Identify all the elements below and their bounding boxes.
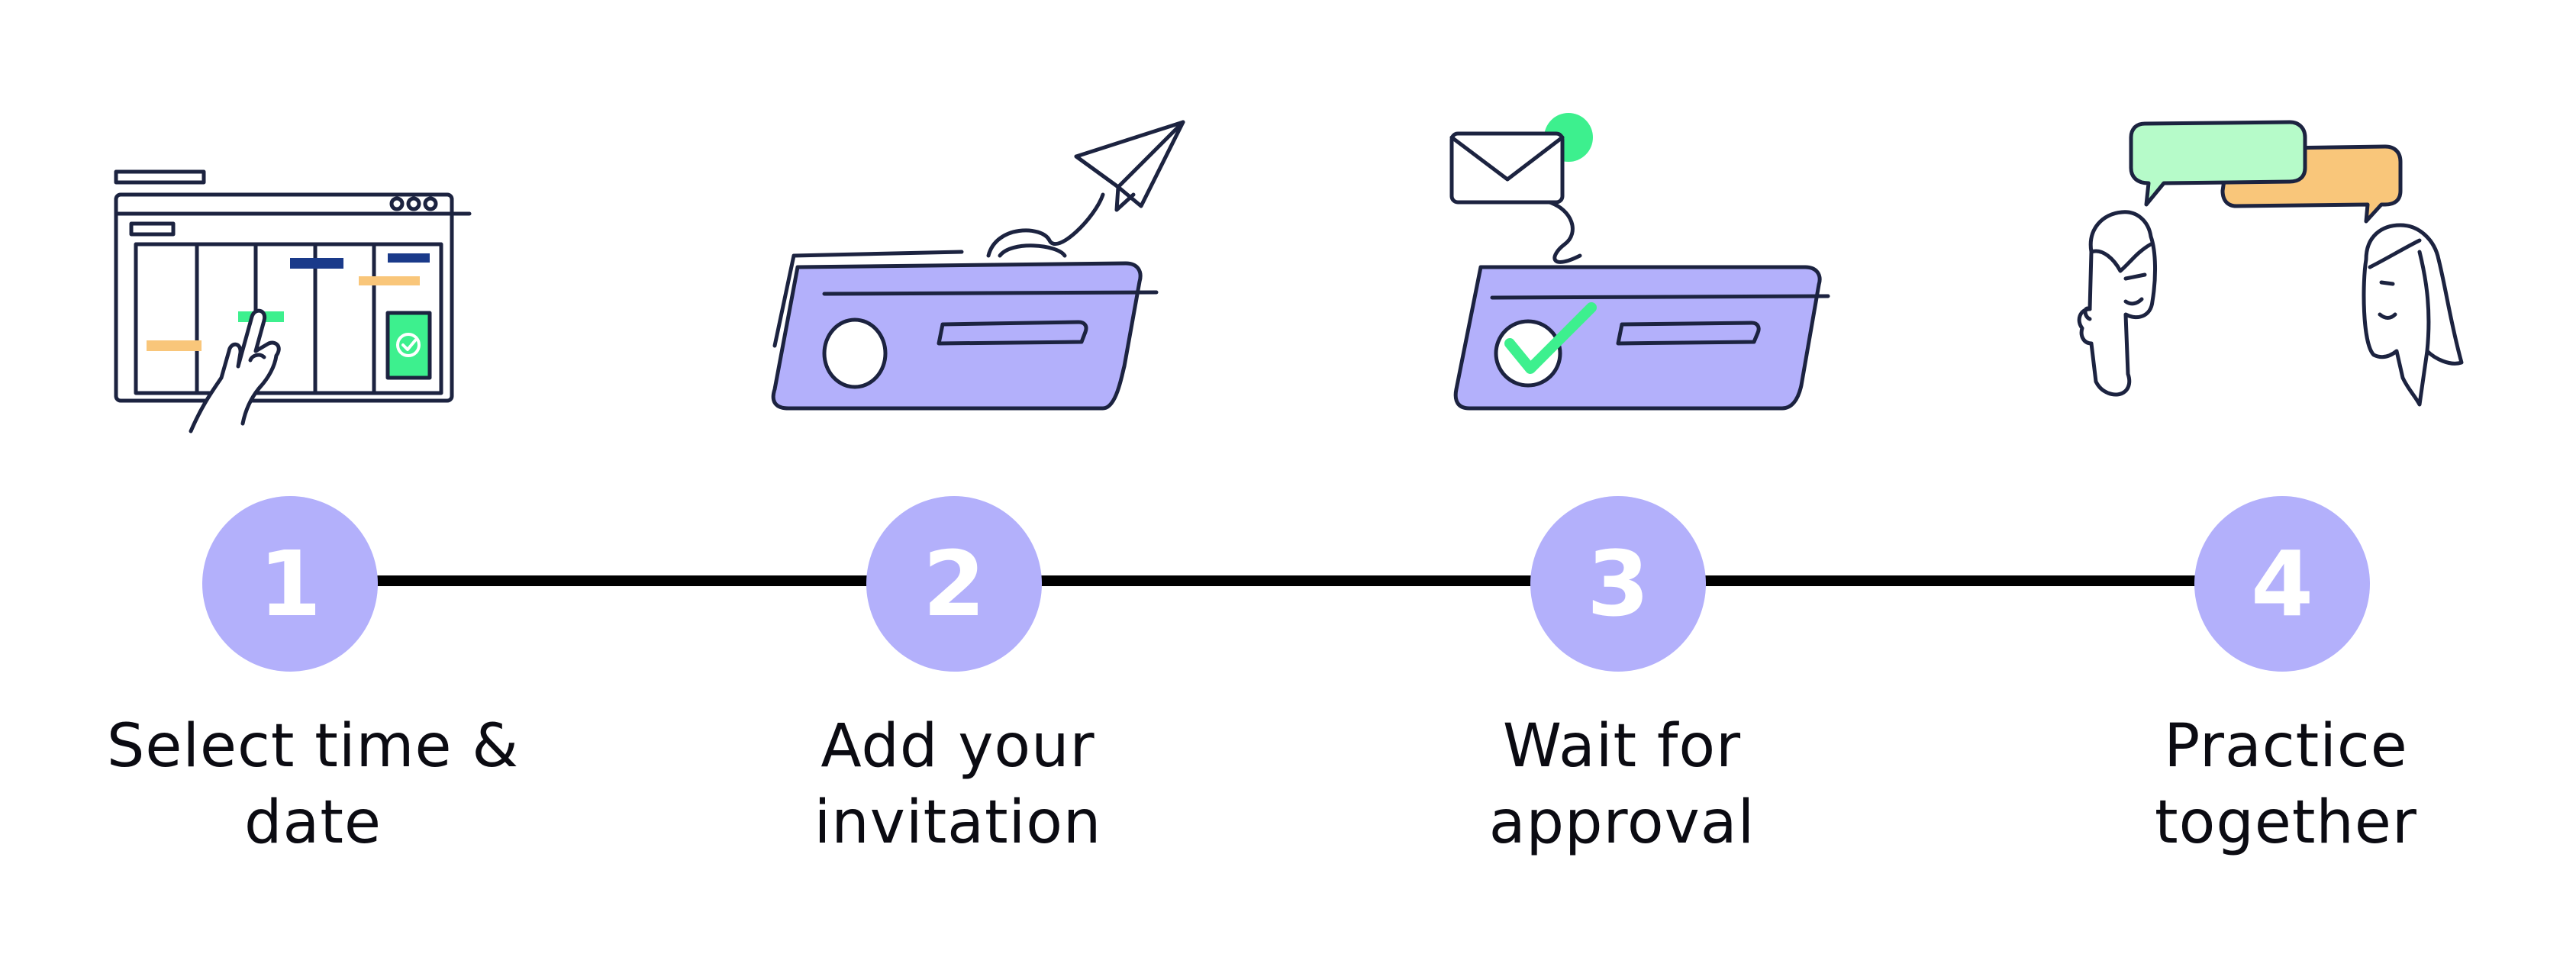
conversation-icon: [2077, 120, 2464, 407]
step-1-label-line2: date: [244, 788, 382, 857]
step-2-label-line2: invitation: [814, 788, 1102, 857]
step-3-label-line2: approval: [1488, 788, 1755, 857]
connector-line: [290, 575, 2282, 586]
step-3-label: Wait for approval: [1378, 708, 1866, 861]
step-4-number: 4: [2194, 496, 2370, 672]
step-2-label: Add your invitation: [714, 708, 1202, 861]
step-4-label-line1: Practice: [2164, 712, 2408, 781]
step-2-label-line1: Add your: [821, 712, 1095, 781]
step-1-number: 1: [202, 496, 378, 672]
step-1-label: Select time & date: [69, 708, 557, 861]
step-4-label: Practice together: [2042, 708, 2530, 861]
step-3-label-line1: Wait for: [1502, 712, 1742, 781]
calendar-icon: [114, 169, 472, 433]
send-invitation-icon: [771, 120, 1185, 411]
approval-icon: [1449, 113, 1830, 411]
step-3-number: 3: [1530, 496, 1706, 672]
step-1-label-line1: Select time &: [106, 712, 520, 781]
step-4-label-line2: together: [2155, 788, 2417, 857]
step-2-number: 2: [866, 496, 1042, 672]
